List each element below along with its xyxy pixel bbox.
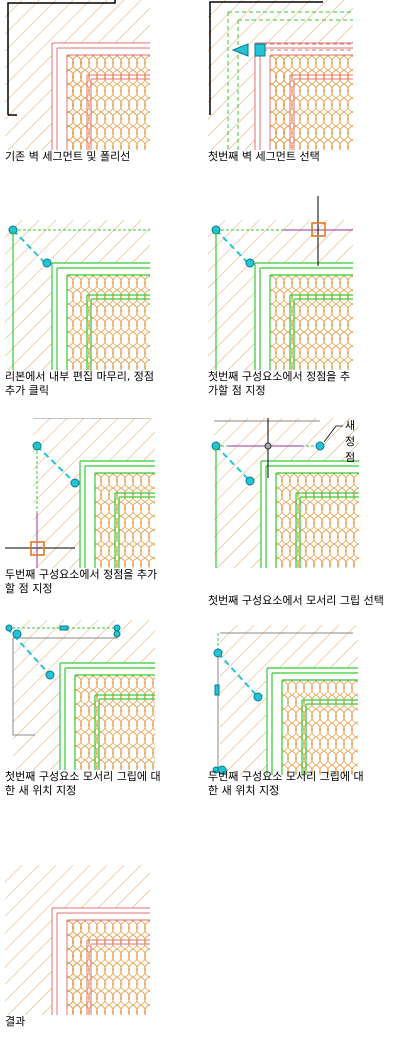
caption-p1: 기존 벽 세그먼트 및 폴리선 xyxy=(5,150,131,163)
panel-select-corner-grip: 새 정점 첫번째 구성요소에서 모서리 그립 선택 xyxy=(208,418,384,607)
grip-square[interactable] xyxy=(254,43,266,57)
panel-second-component-point: 두번째 구성요소에서 정점을 추가 할 점 지정 xyxy=(5,418,157,598)
cursor-box xyxy=(311,222,326,237)
wall-drawing xyxy=(208,196,354,370)
caption-p9: 결과 xyxy=(5,1015,26,1028)
wall-drawing xyxy=(208,0,354,150)
panel-result: 결과 xyxy=(5,865,155,1045)
caption-p5: 두번째 구성요소에서 정점을 추가 할 점 지정 xyxy=(5,568,158,595)
caption-p3: 리본에서 내부 편집 마무리, 정점 추가 클릭 xyxy=(5,370,155,397)
new-vertex-grip[interactable] xyxy=(315,441,325,451)
wall-drawing xyxy=(5,0,151,150)
panel-select-segment: 첫번째 벽 세그먼트 선택 xyxy=(208,0,358,180)
wall-drawing xyxy=(5,220,151,370)
panel-first-grip-location: 첫번째 구성요소 모서리 그립에 대 한 새 위치 지정 xyxy=(5,620,161,800)
grip-arrow[interactable] xyxy=(231,43,249,57)
wall-drawing xyxy=(5,418,155,568)
caption-p8: 두번째 구성요소 모서리 그립에 대 한 새 위치 지정 xyxy=(208,770,364,797)
wall-drawing xyxy=(5,865,151,1015)
panel-existing-wall: 기존 벽 세그먼트 및 폴리선 xyxy=(5,0,155,180)
caption-p2: 첫번째 벽 세그먼트 선택 xyxy=(208,150,320,163)
wall-drawing xyxy=(212,625,358,775)
panel-second-grip-location: 두번째 구성요소 모서리 그립에 대 한 새 위치 지정 xyxy=(208,625,364,805)
wall-drawing xyxy=(5,620,155,770)
panel-first-component-point: 첫번째 구성요소에서 정점을 추 가할 점 지정 xyxy=(208,196,358,397)
new-vertex-label: 새 정점 xyxy=(345,419,356,464)
wall-drawing xyxy=(211,418,360,568)
panel-add-vertex: 리본에서 내부 편집 마무리, 정점 추가 클릭 xyxy=(5,220,155,400)
caption-p6: 첫번째 구성요소에서 모서리 그립 선택 xyxy=(208,594,384,607)
caption-p4: 첫번째 구성요소에서 정점을 추 가할 점 지정 xyxy=(208,370,351,397)
polyline xyxy=(7,0,116,115)
caption-p7: 첫번째 구성요소 모서리 그립에 대 한 새 위치 지정 xyxy=(5,770,161,797)
